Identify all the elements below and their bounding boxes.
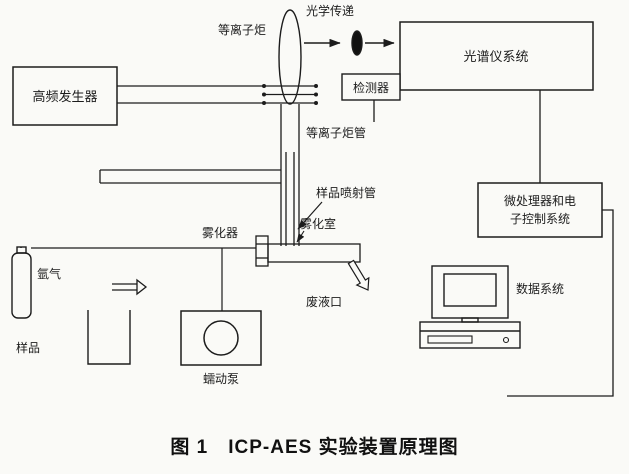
torch-tube-label: 等离子炬管 bbox=[306, 125, 366, 140]
coil-turn-dots bbox=[262, 84, 318, 105]
optical-path bbox=[278, 9, 395, 105]
detector-box: 检测器 bbox=[341, 73, 401, 122]
figure-caption: 图 1 ICP-AES 实验装置原理图 bbox=[170, 437, 459, 458]
icp-aes-schematic: 光学传递 等离子炬 光谱仪系统 检测器 高频发生器 bbox=[11, 3, 614, 397]
rf-coil bbox=[117, 84, 318, 105]
argon-cylinder bbox=[11, 246, 256, 319]
waste-outlet-label: 废液口 bbox=[306, 294, 342, 309]
spectrometer-box: 光谱仪系统 bbox=[399, 21, 594, 91]
optical-transfer-label: 光学传递 bbox=[306, 3, 354, 18]
flow-arrow-icon bbox=[112, 278, 148, 296]
pump-label: 蠕动泵 bbox=[203, 372, 239, 386]
plasma-flame-icon bbox=[278, 9, 302, 105]
controller-label-line2: 子控制系统 bbox=[510, 212, 570, 226]
argon-label: 氩气 bbox=[37, 266, 61, 281]
sample-injector-label: 样品喷射管 bbox=[316, 185, 376, 200]
spectrometer-label: 光谱仪系统 bbox=[463, 49, 528, 64]
data-system-label: 数据系统 bbox=[516, 281, 564, 296]
controller-box: 微处理器和电 子控制系统 bbox=[477, 182, 603, 238]
keyboard-icon bbox=[419, 321, 521, 349]
hf-generator-label: 高频发生器 bbox=[32, 89, 97, 104]
spray-chamber-body bbox=[267, 243, 361, 263]
sample-beaker bbox=[87, 310, 131, 365]
peristaltic-pump bbox=[180, 248, 262, 366]
connection-lines bbox=[507, 90, 614, 397]
detector-label: 检测器 bbox=[353, 80, 389, 95]
spray-chamber-label: 雾化室 bbox=[300, 216, 336, 231]
nebulizer-label: 雾化器 bbox=[202, 226, 238, 240]
controller-label-line1: 微处理器和电 bbox=[504, 194, 576, 208]
plasma-torch-label: 等离子炬 bbox=[218, 22, 266, 37]
torch-tube bbox=[99, 104, 300, 246]
waste-arrow-icon bbox=[347, 259, 370, 291]
nebulizer-assembly bbox=[255, 235, 361, 267]
data-system-computer bbox=[419, 265, 521, 349]
sample-label: 样品 bbox=[16, 340, 40, 355]
nebulizer-body bbox=[255, 235, 269, 267]
lens-icon bbox=[351, 30, 363, 56]
hf-generator-box: 高频发生器 bbox=[12, 66, 118, 126]
